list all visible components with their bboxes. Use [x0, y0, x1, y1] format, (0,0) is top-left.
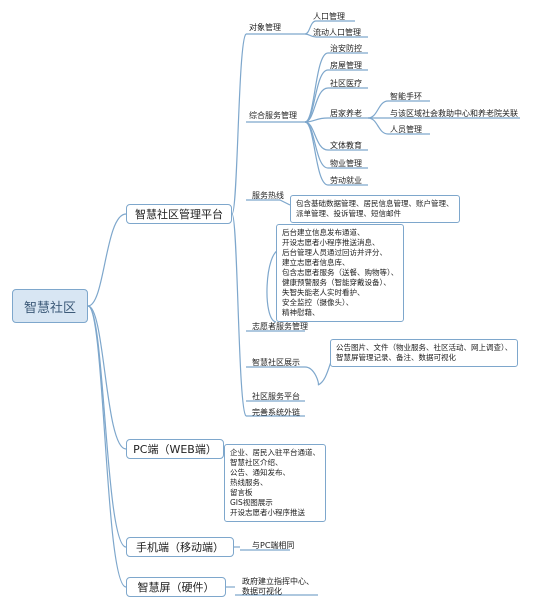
label-elderly-item[interactable]: 人员管理: [390, 125, 422, 134]
hotline-detail-box: 包含基础数据管理、居民信息管理、账户管理、 派单管理、投诉管理、短信邮件: [290, 195, 460, 223]
branch-mobile[interactable]: 手机端（移动端）: [126, 537, 234, 557]
label-service-item[interactable]: 文体教育: [330, 141, 362, 150]
hotline-line: 包含基础数据管理、居民信息管理、账户管理、: [296, 199, 454, 208]
label-service-item[interactable]: 物业管理: [330, 159, 362, 168]
label-external[interactable]: 完善系统外链: [252, 408, 300, 417]
pc-line: GIS视图展示: [230, 498, 273, 507]
volunteer-line: 安全监控（摄像头）、: [282, 298, 354, 307]
volunteer-line: 精神慰藉、: [282, 308, 320, 317]
root-node[interactable]: 智慧社区: [12, 289, 88, 323]
volunteer-line: 开设志愿者小程序推送消息、: [282, 238, 380, 247]
label-mobile-item[interactable]: 与PC端相同: [252, 541, 295, 550]
branch-screen[interactable]: 智慧屏（硬件）: [126, 577, 226, 597]
label-elderly-item[interactable]: 与该区域社会救助中心和养老院关联: [390, 109, 518, 118]
volunteer-line: 后台管理人员通过回访并评分、: [282, 248, 387, 257]
connector-root-screen: [87, 305, 127, 588]
label-platform-svc[interactable]: 社区服务平台: [252, 392, 300, 401]
label-hotline[interactable]: 服务热线: [252, 191, 284, 200]
label-object-item[interactable]: 人口管理: [313, 12, 345, 21]
label-service-item[interactable]: 房屋管理: [330, 61, 362, 70]
label-service-item[interactable]: 治安防控: [330, 44, 362, 53]
pc-line: 热线服务、: [230, 478, 268, 487]
volunteer-line: 失智失能老人实时看护、: [282, 288, 365, 297]
label-service[interactable]: 综合服务管理: [249, 111, 297, 120]
label-object-item[interactable]: 流动人口管理: [313, 28, 361, 37]
pc-line: 留言板: [230, 488, 253, 497]
label-service-item[interactable]: 劳动就业: [330, 176, 362, 185]
pc-line: 公告、通知发布、: [230, 468, 290, 477]
label-display[interactable]: 智慧社区展示: [252, 358, 300, 367]
label-elderly-item[interactable]: 智能手环: [390, 92, 422, 101]
volunteer-line: 后台建立信息发布通道、: [282, 228, 365, 237]
connector-root-pc: [87, 305, 127, 450]
volunteer-detail-box: 后台建立信息发布通道、 开设志愿者小程序推送消息、 后台管理人员通过回访并评分、…: [276, 224, 405, 322]
label-service-item[interactable]: 社区医疗: [330, 79, 362, 88]
display-line: 公告图片、文件（物业服务、社区活动、网上调查）、: [336, 343, 513, 352]
connector-root-mobile: [87, 305, 127, 548]
label-object[interactable]: 对象管理: [249, 23, 281, 32]
connector-platform-spine: [231, 33, 247, 417]
pc-detail-box: 企业、居民入驻平台通道、 智慧社区介绍、 公告、通知发布、 热线服务、 留言板 …: [224, 444, 326, 522]
pc-line: 企业、居民入驻平台通道、: [230, 448, 320, 457]
volunteer-line: 健康预警服务（智能穿戴设备）、: [282, 278, 391, 287]
label-service-item[interactable]: 居家养老: [330, 109, 362, 118]
label-volunteer[interactable]: 志愿者服务管理: [252, 322, 308, 331]
volunteer-line: 建立志愿者信息库、: [282, 258, 350, 267]
connector-root-platform: [87, 213, 127, 307]
display-detail-box: 公告图片、文件（物业服务、社区活动、网上调查）、 智慧屏管理记录、备注、数据可视…: [330, 339, 519, 367]
display-line: 智慧屏管理记录、备注、数据可视化: [336, 353, 456, 362]
pc-line: 智慧社区介绍、: [230, 458, 283, 467]
branch-platform[interactable]: 智慧社区管理平台: [126, 204, 232, 224]
branch-pc[interactable]: PC端（WEB端）: [126, 439, 224, 459]
label-screen-item[interactable]: 数据可视化: [242, 587, 282, 596]
volunteer-line: 包含志愿者服务（送餐、购物等）、: [282, 268, 399, 277]
pc-line: 开设志愿者小程序推送: [230, 508, 305, 517]
hotline-line: 派单管理、投诉管理、短信邮件: [296, 209, 401, 218]
label-screen-item[interactable]: 政府建立指挥中心、: [242, 577, 314, 586]
